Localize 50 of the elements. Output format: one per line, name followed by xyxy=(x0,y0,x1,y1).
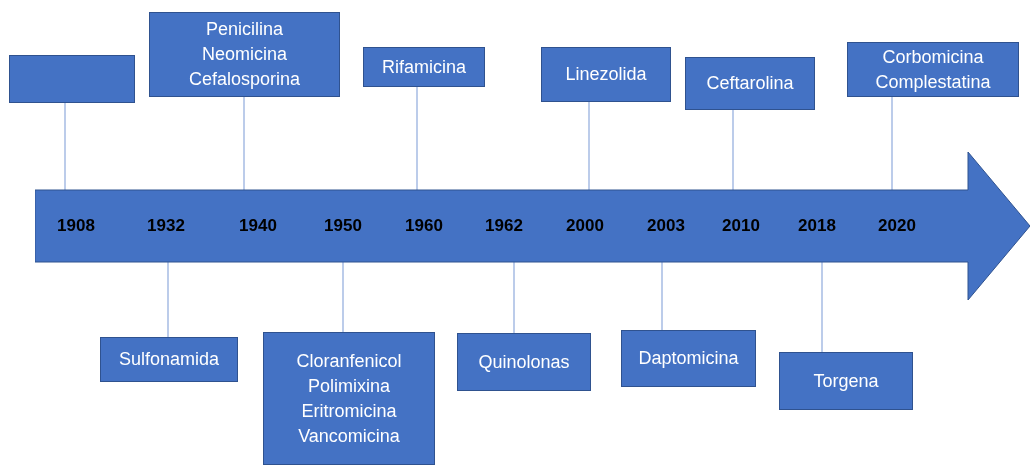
antibiotic-name: Complestatina xyxy=(875,70,991,94)
leader-line xyxy=(342,261,344,333)
antibiotic-name: Linezolida xyxy=(565,63,647,86)
leader-line xyxy=(416,86,418,191)
leader-line xyxy=(732,109,734,191)
year-label: 2000 xyxy=(566,216,604,236)
year-label: 1962 xyxy=(485,216,523,236)
antibiotic-name: Cloranfenicol xyxy=(296,349,402,373)
year-label: 1950 xyxy=(324,216,362,236)
year-label: 1960 xyxy=(405,216,443,236)
antibiotic-name: Sulfonamida xyxy=(118,348,220,371)
event-box xyxy=(621,330,756,387)
leader-line xyxy=(243,96,245,191)
timeline-arrow xyxy=(35,152,1030,300)
antibiotic-name: Corbomicina xyxy=(882,45,984,69)
year-label: 1932 xyxy=(147,216,185,236)
antibiotic-name: Eritromicina xyxy=(301,399,397,423)
antibiotic-name: Penicilina xyxy=(205,18,283,41)
year-label: 2010 xyxy=(722,216,760,236)
leader-line xyxy=(167,261,169,338)
leader-line xyxy=(891,96,893,191)
year-label: 1908 xyxy=(57,216,95,236)
antibiotic-name: Rifamicina xyxy=(382,55,466,79)
leader-line xyxy=(661,261,663,331)
event-box xyxy=(685,57,815,110)
antibiotic-name: Neomicina xyxy=(201,43,287,66)
event-box xyxy=(100,337,238,382)
year-label: 2018 xyxy=(798,216,836,236)
event-box xyxy=(457,333,591,391)
antibiotic-name: Vancomicina xyxy=(298,424,400,448)
event-box xyxy=(847,42,1019,97)
antibiotic-name: Quinolonas xyxy=(478,350,570,374)
blank-box xyxy=(9,55,135,103)
leader-line xyxy=(513,261,515,334)
event-box xyxy=(541,47,671,102)
event-box xyxy=(149,12,340,97)
leader-line xyxy=(821,261,823,353)
event-box xyxy=(363,47,485,87)
year-label: 2020 xyxy=(878,216,916,236)
event-box xyxy=(779,352,913,410)
event-box xyxy=(263,332,435,465)
antibiotic-name: Ceftarolina xyxy=(706,72,794,95)
antibiotic-name: Torgena xyxy=(813,369,879,393)
antibiotic-name: Cefalosporina xyxy=(188,68,301,91)
year-label: 1940 xyxy=(239,216,277,236)
leader-line xyxy=(64,102,66,191)
leader-line xyxy=(588,101,590,191)
antibiotic-name: Daptomicina xyxy=(638,347,739,370)
antibiotic-name: Polimixina xyxy=(308,374,390,398)
year-label: 2003 xyxy=(647,216,685,236)
